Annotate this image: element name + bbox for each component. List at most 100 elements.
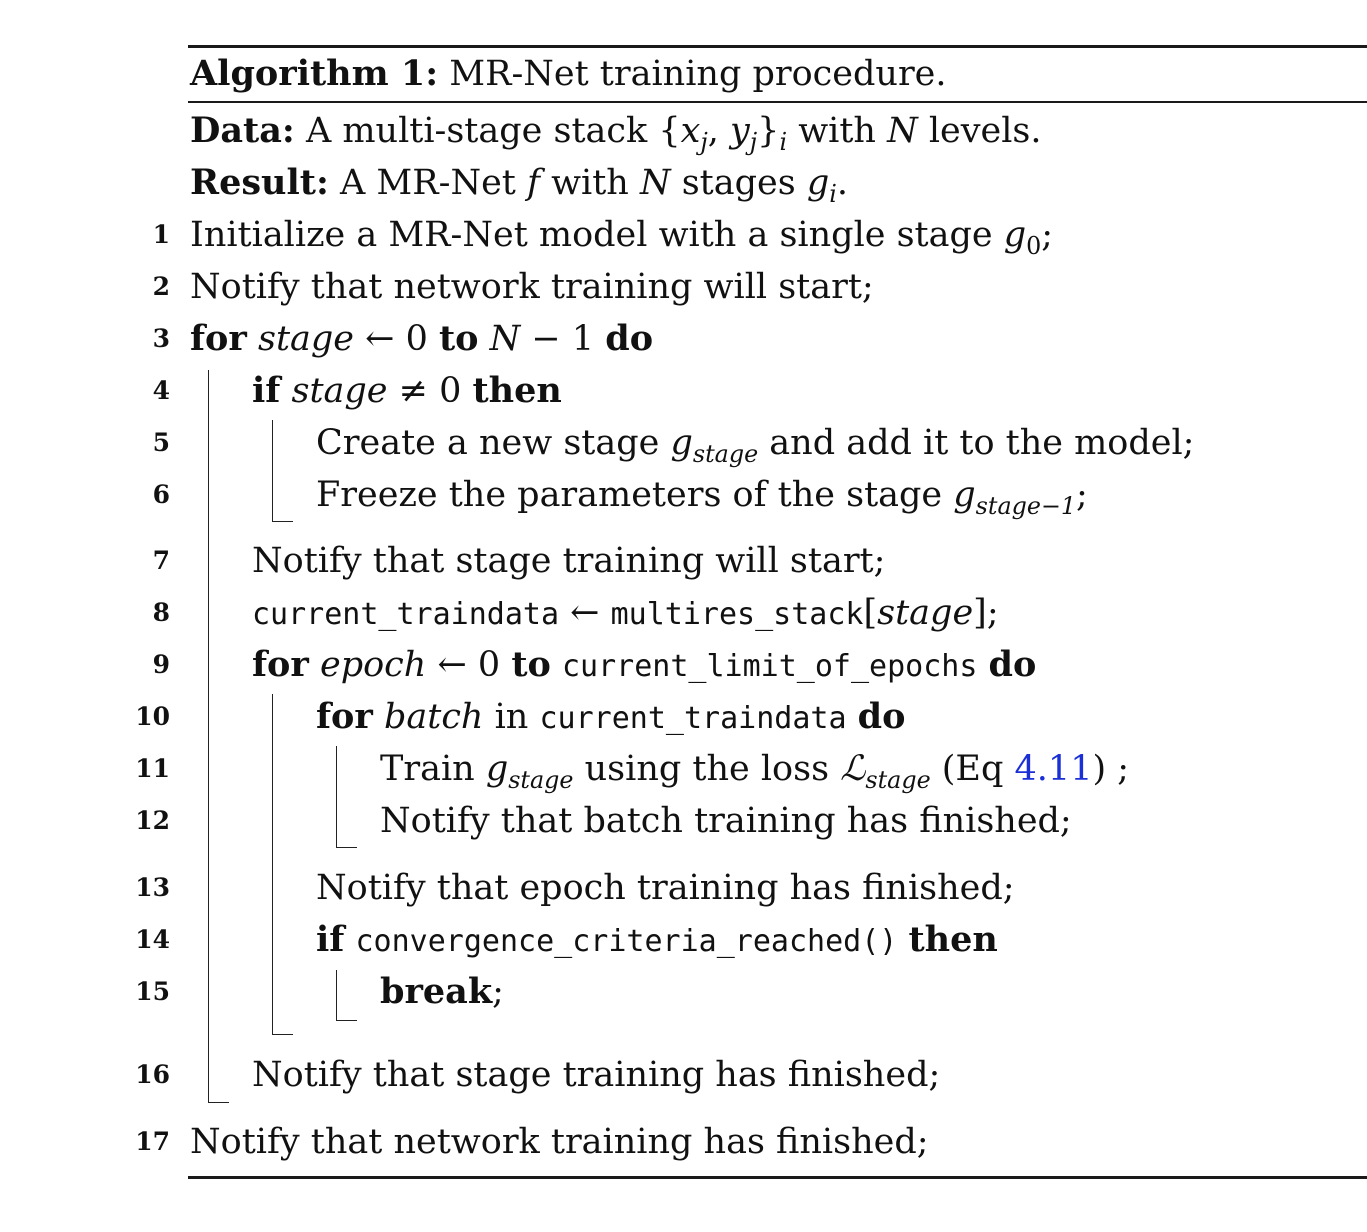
space: [977, 645, 988, 685]
code-line-5: 5 Create a new stage gstage and add it t…: [0, 421, 1367, 466]
line-number: 15: [135, 977, 170, 1006]
for-stage-block-bar: [208, 370, 229, 1103]
text: (Eq: [930, 749, 1015, 789]
line-content: Freeze the parameters of the stage gstag…: [316, 473, 1088, 520]
line-content: Initialize a MR-Net model with a single …: [190, 213, 1054, 258]
code-line-14: 14 if convergence_criteria_reached() the…: [0, 918, 1367, 962]
data-brace: }: [757, 111, 780, 151]
code-convergence-check: convergence_criteria_reached(): [355, 924, 898, 959]
line-content: if stage ≠ 0 then: [252, 369, 562, 413]
line-number: 3: [152, 324, 170, 353]
text: Create a new stage: [316, 423, 671, 463]
line-content: Notify that epoch training has finished;: [316, 868, 1015, 908]
bracket: [: [863, 593, 878, 633]
code-line-13: 13 Notify that epoch training has finish…: [0, 866, 1367, 910]
line-number: 4: [152, 376, 170, 405]
semicolon: ;: [1041, 215, 1054, 255]
line-number: 13: [135, 873, 170, 902]
result-stages: stages: [670, 163, 807, 203]
code-line-12: 12 Notify that batch training has finish…: [0, 799, 1367, 843]
code-line-16: 16 Notify that stage training has finish…: [0, 1053, 1367, 1097]
line-number: 6: [152, 480, 170, 509]
line-content: Notify that stage training has finished;: [252, 1055, 941, 1095]
if-convergence-block-bar: [336, 970, 357, 1021]
text: Train: [380, 749, 486, 789]
line-content: for epoch ← 0 to current_limit_of_epochs…: [252, 643, 1036, 689]
code-line-15: 15 break;: [0, 970, 1367, 1014]
text: ← 0: [354, 319, 439, 359]
data-sub-i: i: [779, 128, 788, 156]
equation-link[interactable]: 4.11: [1014, 749, 1093, 789]
line-number: 9: [152, 650, 170, 679]
var-n: N: [489, 319, 521, 359]
code-line-8: 8 current_traindata ← multires_stack[sta…: [0, 591, 1367, 635]
text: Freeze the parameters of the stage: [316, 475, 954, 515]
code-line-10: 10 for batch in current_traindata do: [0, 695, 1367, 739]
data-sub-j2: j: [749, 128, 758, 156]
var-loss: ℒ: [840, 749, 866, 789]
text: in: [483, 697, 540, 737]
text: − 1: [520, 319, 606, 359]
line-number: 2: [152, 272, 170, 301]
line-number: 17: [135, 1127, 170, 1156]
line-content: Notify that network training will start;: [190, 267, 874, 307]
top-rule: [188, 45, 1367, 48]
text: using the loss: [573, 749, 841, 789]
data-text: A multi-stage stack {: [305, 111, 681, 151]
line-content: Train gstage using the loss ℒstage (Eq 4…: [380, 747, 1129, 794]
result-period: .: [836, 163, 848, 203]
algorithm-label: Algorithm 1:: [190, 53, 439, 94]
semicolon: ;: [1076, 475, 1088, 515]
data-comma: ,: [707, 111, 730, 151]
bottom-rule: [188, 1176, 1367, 1179]
sub-stage-minus-1: stage−1: [975, 492, 1077, 520]
code-current-traindata: current_traindata: [252, 597, 560, 632]
code-line-9: 9 for epoch ← 0 to current_limit_of_epoc…: [0, 643, 1367, 687]
line-number: 12: [135, 806, 170, 835]
var-stage: stage: [257, 319, 354, 359]
code-line-4: 4 if stage ≠ 0 then: [0, 369, 1367, 413]
var-g: g: [485, 749, 509, 789]
keyword-do: do: [857, 696, 906, 737]
semicolon: ;: [492, 972, 504, 1012]
if-stage-block-bar: [272, 420, 293, 522]
text: and add it to the model;: [758, 423, 1195, 463]
result-line: Result: A MR-Net f with N stages gi.: [190, 161, 848, 206]
var-epoch: epoch: [319, 645, 427, 685]
line-content: Create a new stage gstage and add it to …: [316, 421, 1195, 466]
line-content: for stage ← 0 to N − 1 do: [190, 317, 653, 361]
result-var-n: N: [639, 163, 671, 203]
var-stage: stage: [877, 593, 974, 633]
keyword-for: for: [316, 696, 373, 737]
data-with: with: [787, 111, 888, 151]
keyword-then: then: [472, 370, 562, 411]
code-line-1: 1 Initialize a MR-Net model with a singl…: [0, 213, 1367, 258]
line-number: 10: [135, 702, 170, 731]
keyword-do: do: [605, 318, 654, 359]
code-line-11: 11 Train gstage using the loss ℒstage (E…: [0, 747, 1367, 794]
keyword-to: to: [438, 318, 479, 359]
space: [897, 920, 908, 960]
data-line: Data: A multi-stage stack {xj, yj}i with…: [190, 109, 1042, 156]
result-with: with: [539, 163, 640, 203]
keyword-for: for: [252, 644, 309, 685]
sub-stage: stage: [508, 766, 574, 794]
line-content: Notify that stage training will start;: [252, 541, 886, 581]
data-levels: levels.: [917, 111, 1042, 151]
data-var-x: x: [680, 111, 701, 151]
for-epoch-block-bar: [272, 694, 293, 1035]
text: ← 0: [426, 645, 512, 685]
space: [551, 645, 562, 685]
keyword-to: to: [511, 644, 551, 685]
code-multires-stack: multires_stack: [610, 597, 864, 632]
code-limit-of-epochs: current_limit_of_epochs: [561, 649, 978, 684]
algorithm-caption: Algorithm 1: MR-Net training procedure.: [190, 52, 947, 96]
keyword-then: then: [908, 919, 998, 960]
line-number: 14: [135, 925, 170, 954]
var-stage: stage: [291, 371, 388, 411]
line-number: 11: [135, 754, 170, 783]
data-var-n: N: [887, 111, 918, 151]
keyword-for: for: [190, 318, 247, 359]
line-content: for batch in current_traindata do: [316, 695, 905, 741]
keyword-break: break: [380, 971, 493, 1012]
